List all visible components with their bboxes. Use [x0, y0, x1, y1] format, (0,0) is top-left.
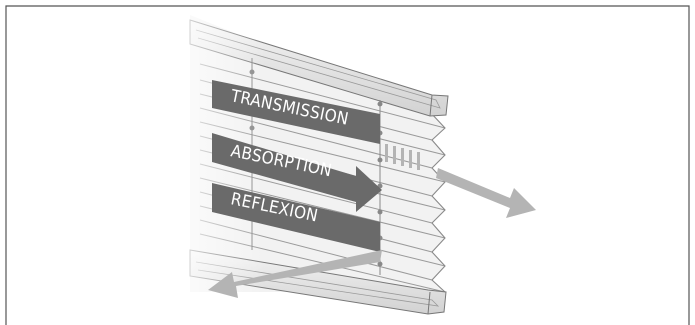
transmission-stripes — [385, 144, 420, 170]
transmission-arrow — [436, 168, 536, 218]
pleat-edge — [429, 111, 446, 293]
transmission-band — [212, 80, 380, 144]
reflexion-band — [212, 183, 380, 252]
reflexion-arrow — [208, 250, 382, 298]
frame-border — [5, 5, 690, 325]
pleated-blind — [150, 10, 449, 320]
absorption-band — [212, 133, 382, 212]
